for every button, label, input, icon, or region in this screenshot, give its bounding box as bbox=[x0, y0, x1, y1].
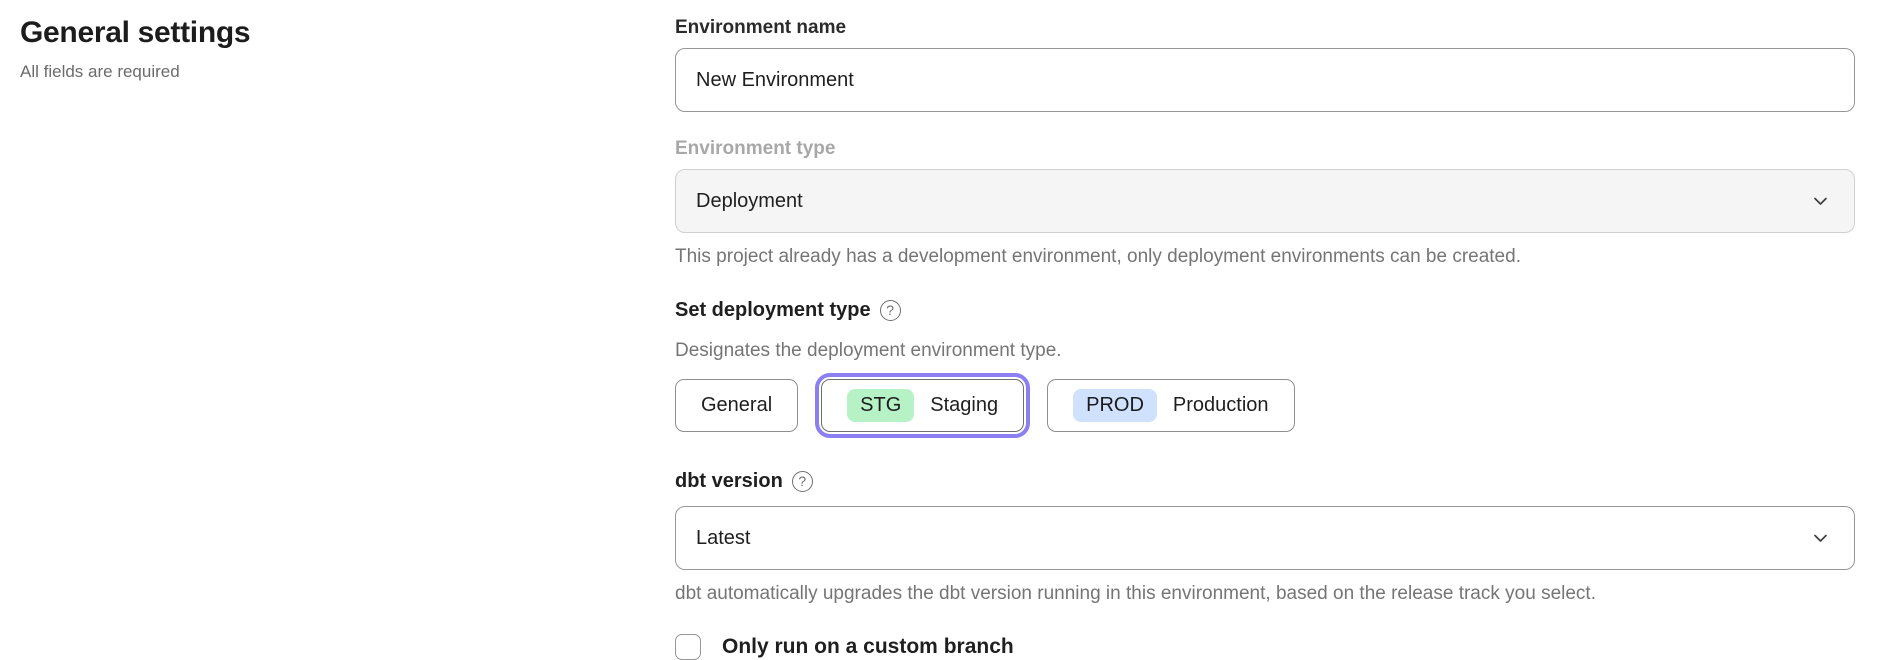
custom-branch-label: Only run on a custom branch bbox=[722, 635, 1014, 658]
stg-badge: STG bbox=[847, 389, 915, 422]
custom-branch-row[interactable]: Only run on a custom branch bbox=[675, 634, 1855, 660]
dbt-version-helper: dbt automatically upgrades the dbt versi… bbox=[675, 583, 1596, 604]
deployment-type-heading: Set deployment type ? bbox=[675, 297, 1855, 323]
prod-badge: PROD bbox=[1073, 389, 1157, 422]
deployment-type-general-label: General bbox=[701, 394, 773, 416]
help-circle-icon[interactable]: ? bbox=[791, 470, 813, 492]
environment-name-label: Environment name bbox=[675, 17, 847, 38]
environment-type-select: Deployment bbox=[675, 169, 1855, 233]
deployment-type-options: General STG Staging PROD Production bbox=[675, 373, 1855, 438]
dbt-version-heading-text: dbt version bbox=[675, 470, 783, 492]
deployment-type-production-label: Production bbox=[1172, 394, 1269, 416]
deployment-type-production-button[interactable]: PROD Production bbox=[1047, 379, 1295, 432]
chevron-down-icon bbox=[1811, 192, 1830, 211]
general-settings-form: Environment name Environment type Deploy… bbox=[675, 16, 1855, 660]
deployment-type-general-button[interactable]: General bbox=[675, 379, 799, 432]
page-subtitle: All fields are required bbox=[20, 62, 180, 81]
environment-type-value: Deployment bbox=[696, 189, 803, 212]
page-title: General settings bbox=[20, 16, 251, 49]
settings-intro: General settings All fields are required bbox=[20, 16, 580, 82]
dbt-version-select[interactable]: Latest bbox=[675, 506, 1855, 570]
help-circle-icon[interactable]: ? bbox=[879, 299, 901, 321]
deployment-type-desc: Designates the deployment environment ty… bbox=[675, 340, 1062, 361]
dbt-version-value: Latest bbox=[696, 526, 751, 549]
deployment-type-staging-button[interactable]: STG Staging bbox=[815, 373, 1031, 438]
chevron-down-icon bbox=[1811, 529, 1830, 548]
custom-branch-checkbox[interactable] bbox=[675, 634, 701, 660]
environment-name-input[interactable] bbox=[675, 48, 1855, 112]
deployment-type-heading-text: Set deployment type bbox=[675, 299, 871, 321]
environment-type-helper: This project already has a development e… bbox=[675, 246, 1521, 267]
environment-type-label: Environment type bbox=[675, 138, 836, 159]
dbt-version-heading: dbt version ? bbox=[675, 468, 1855, 494]
deployment-type-staging-label: Staging bbox=[930, 394, 999, 416]
